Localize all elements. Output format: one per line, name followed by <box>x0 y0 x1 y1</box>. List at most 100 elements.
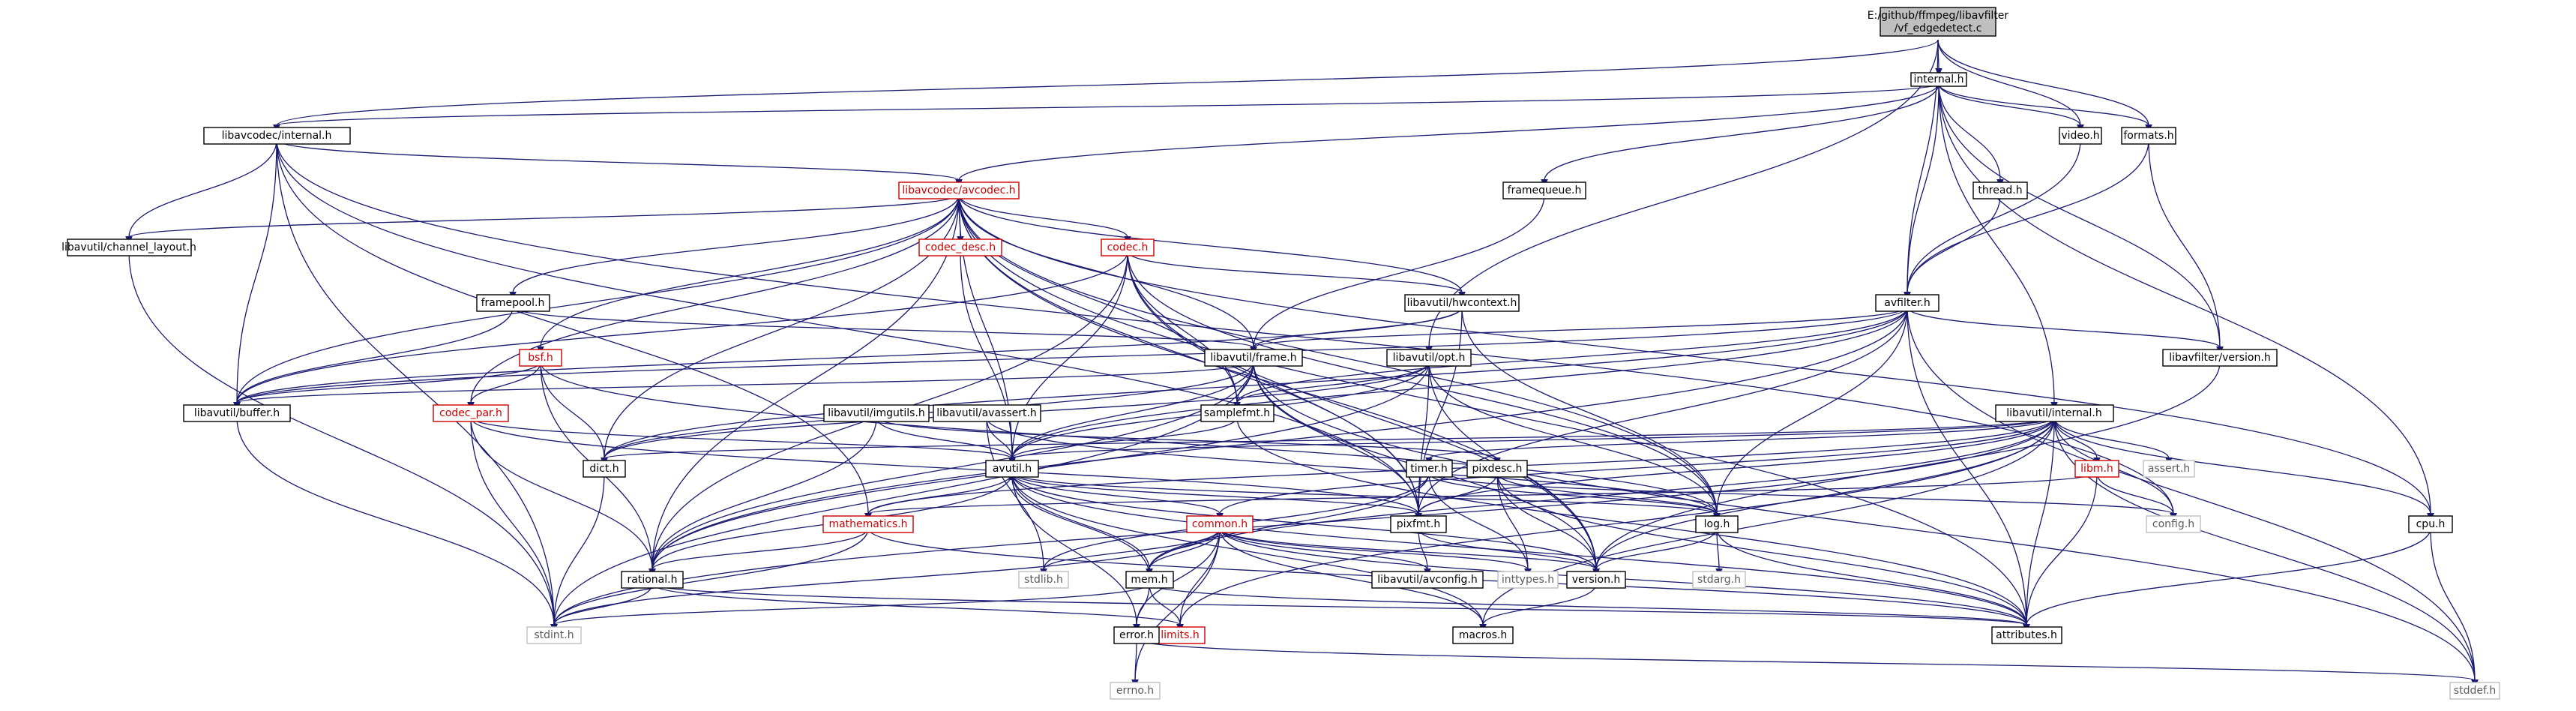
edge-libavcodec_avcodec_h-to-cpu_h <box>958 194 2431 514</box>
svg-text:codec_desc.h: codec_desc.h <box>925 242 996 254</box>
node-log-h[interactable]: log.h <box>1695 515 1739 533</box>
node-common-h[interactable]: common.h <box>1186 515 1254 533</box>
node-codec-desc-h[interactable]: codec_desc.h <box>918 238 1002 256</box>
node-libavfilter-version-h[interactable]: libavfilter/version.h <box>2162 349 2278 367</box>
node-avconfig-h[interactable]: libavutil/avconfig.h <box>1371 571 1484 589</box>
edge-avutil_h-to-version_h <box>1011 472 1597 570</box>
node-mem-h[interactable]: mem.h <box>1125 571 1174 589</box>
node-pixdesc-h[interactable]: pixdesc.h <box>1466 460 1528 478</box>
svg-text:pixfmt.h: pixfmt.h <box>1397 518 1440 530</box>
node-stdarg-h[interactable]: stdarg.h <box>1692 571 1746 589</box>
edge-dict_h-to-stdint_h <box>553 472 605 626</box>
edge-root-to-video_h <box>1937 39 2081 126</box>
node-channel-layout-h[interactable]: libavutil/channel_layout.h <box>61 238 196 256</box>
edge-libavutil_internal_h-to-attributes_h <box>2026 417 2055 626</box>
node-mathematics-h[interactable]: mathematics.h <box>822 515 914 533</box>
svg-text:timer.h: timer.h <box>1410 463 1447 475</box>
edge-log_h-to-attributes_h <box>1716 528 2027 626</box>
node-libavcodec-avcodec-h[interactable]: libavcodec/avcodec.h <box>898 182 1020 200</box>
edge-libm_h-to-config_h <box>2096 472 2174 514</box>
svg-text:limits.h: limits.h <box>1161 629 1199 641</box>
node-root-vf-edgedetect[interactable]: E:/github/ffmpeg/libavfilter /vf_edgedet… <box>1868 7 2009 37</box>
edge-libavutil_internal_h-to-dict_h <box>604 416 2055 460</box>
node-imgutils-h[interactable]: libavutil/imgutils.h <box>823 404 930 422</box>
node-libavutil-internal-h[interactable]: libavutil/internal.h <box>1995 404 2114 422</box>
svg-text:E:/github/ffmpeg/libavfilter: E:/github/ffmpeg/libavfilter <box>1868 10 2009 22</box>
node-avfilter-h[interactable]: avfilter.h <box>1875 294 1939 312</box>
edge-mem_h-to-avutil_h <box>1011 478 1150 576</box>
edge-frame_h-to-buffer_h <box>236 361 1254 404</box>
node-pixfmt-h[interactable]: pixfmt.h <box>1390 515 1447 533</box>
node-config-h[interactable]: config.h <box>2146 515 2201 533</box>
edge-mathematics_h-to-rational_h <box>651 528 869 570</box>
edge-libavcodec_avcodec_h-to-rational_h <box>651 194 960 570</box>
edge-internal_h-to-libavutil_internal_h <box>1938 83 2055 404</box>
edge-root-to-libavcodec_internal_h <box>276 39 1939 126</box>
node-framepool-h[interactable]: framepool.h <box>476 294 550 312</box>
node-avutil-h[interactable]: avutil.h <box>985 460 1039 478</box>
edge-formats_h-to-avfilter_h <box>1907 140 2149 293</box>
svg-text:common.h: common.h <box>1192 518 1248 530</box>
svg-text:framequeue.h: framequeue.h <box>1508 184 1582 196</box>
node-stdint-h[interactable]: stdint.h <box>526 626 582 644</box>
svg-text:version.h: version.h <box>1572 574 1621 586</box>
node-codec-h[interactable]: codec.h <box>1101 238 1155 256</box>
node-buffer-h[interactable]: libavutil/buffer.h <box>183 404 291 422</box>
edge-error_h-to-stddef_h <box>1136 638 2476 682</box>
node-avassert-h[interactable]: libavutil/avassert.h <box>933 404 1041 422</box>
edge-timer_h-to-log_h <box>1428 472 1718 515</box>
node-stdlib-h[interactable]: stdlib.h <box>1018 571 1069 589</box>
node-version-h[interactable]: version.h <box>1566 571 1626 589</box>
edge-codec_desc_h-to-avutil_h <box>960 251 1013 459</box>
node-video-h[interactable]: video.h <box>2059 127 2102 145</box>
node-bsf-h[interactable]: bsf.h <box>519 349 562 367</box>
edge-video_h-to-avfilter_h <box>1907 140 2081 293</box>
node-attributes-h[interactable]: attributes.h <box>1991 626 2062 644</box>
edge-codec_par_h-to-stdint_h <box>470 417 555 626</box>
edge-common_h-to-stdlib_h <box>1043 528 1221 570</box>
edge-samplefmt_h-to-avutil_h <box>1011 417 1238 459</box>
edge-framepool_h-to-buffer_h <box>236 307 514 404</box>
edge-cpu_h-to-attributes_h <box>2026 528 2431 626</box>
edge-rational_h-to-attributes_h <box>651 583 2027 626</box>
node-internal-h[interactable]: internal.h <box>1910 72 1967 87</box>
node-limits-h[interactable]: limits.h <box>1155 626 1206 644</box>
node-hwcontext-h[interactable]: libavutil/hwcontext.h <box>1404 294 1520 312</box>
edge-opt_h-to-samplefmt_h <box>1236 362 1430 404</box>
node-inttypes-h[interactable]: inttypes.h <box>1497 571 1559 589</box>
node-stddef-h[interactable]: stddef.h <box>2449 682 2500 700</box>
edge-common_h-to-inttypes_h <box>1219 528 1529 571</box>
edge-bsf_h-to-codec_par_h <box>470 362 541 404</box>
edge-hwcontext_h-to-pixfmt_h <box>1418 307 1463 514</box>
edge-libavcodec_avcodec_h-to-codec_h <box>958 194 1128 238</box>
edge-mem_h-to-error_h <box>1136 584 1150 626</box>
edge-root-to-formats_h <box>1937 39 2149 126</box>
edge-internal_h-to-formats_h <box>1938 83 2149 126</box>
node-frame-h[interactable]: libavutil/frame.h <box>1204 349 1303 367</box>
edge-libavcodec_internal_h-to-mathematics_h <box>276 140 869 514</box>
node-errno-h[interactable]: errno.h <box>1110 682 1161 700</box>
edge-libavutil_internal_h-to-avutil_h <box>1011 416 2055 460</box>
node-samplefmt-h[interactable]: samplefmt.h <box>1200 404 1275 422</box>
node-macros-h[interactable]: macros.h <box>1452 626 1514 644</box>
edge-error_h-to-errno_h <box>1134 639 1137 681</box>
node-libm-h[interactable]: libm.h <box>2074 460 2119 478</box>
node-codec-par-h[interactable]: codec_par.h <box>433 404 509 422</box>
node-opt-h[interactable]: libavutil/opt.h <box>1386 349 1472 367</box>
edge-avfilter_h-to-buffer_h <box>236 307 1908 404</box>
edge-common_h-to-stdint_h <box>553 528 1221 626</box>
node-thread-h[interactable]: thread.h <box>1972 182 2028 200</box>
node-cpu-h[interactable]: cpu.h <box>2408 515 2453 533</box>
edge-avutil_h-to-pixfmt_h <box>1011 472 1419 515</box>
svg-text:libavutil/channel_layout.h: libavutil/channel_layout.h <box>61 242 196 254</box>
node-dict-h[interactable]: dict.h <box>583 460 626 478</box>
node-formats-h[interactable]: formats.h <box>2121 127 2176 145</box>
edge-version_h-to-macros_h <box>1482 584 1597 626</box>
node-assert-h[interactable]: assert.h <box>2143 460 2195 478</box>
edge-common_h-to-error_h <box>1136 528 1221 626</box>
node-framequeue-h[interactable]: framequeue.h <box>1502 182 1586 200</box>
node-error-h[interactable]: error.h <box>1113 626 1160 644</box>
node-libavcodec-internal-h[interactable]: libavcodec/internal.h <box>203 127 351 145</box>
node-rational-h[interactable]: rational.h <box>621 571 684 589</box>
node-timer-h[interactable]: timer.h <box>1406 460 1453 478</box>
